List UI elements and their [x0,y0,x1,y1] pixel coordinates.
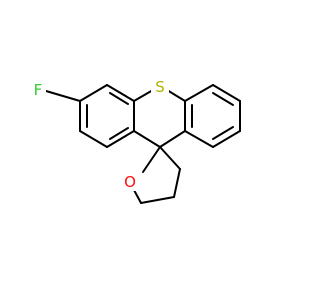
bond [79,130,108,148]
fluorine-label: F [34,81,43,99]
tetrahydrofuran-ring [133,146,181,204]
atom-fluorine: F [30,81,46,99]
bond [159,130,186,148]
bond [133,189,142,204]
bond [106,130,135,148]
double-bond-inner [109,127,129,140]
sulfur-label: S [155,78,165,96]
bond [184,84,214,102]
bond [133,130,161,148]
c-f-bond [45,90,81,102]
bond [212,84,241,102]
atom-sulfur: S [151,78,169,96]
double-bond-inner [109,92,129,105]
bond [184,130,214,148]
bond [133,89,154,102]
double-bond-inner [212,92,234,106]
bond [166,89,186,102]
structure-canvas: F S O [30,78,241,204]
double-bond-inner [212,126,234,140]
bond [159,146,181,170]
bond [106,84,135,102]
bond [212,130,241,148]
atom-oxygen: O [120,173,140,191]
right-aromatic-ring [184,84,241,148]
bond [173,168,181,198]
molecule-drawing: F S O [30,78,241,204]
bond [142,146,161,173]
central-ring [133,89,186,148]
oxygen-label: O [124,173,136,191]
bond [140,196,175,204]
bond [79,84,108,102]
left-aromatic-ring [79,84,135,148]
